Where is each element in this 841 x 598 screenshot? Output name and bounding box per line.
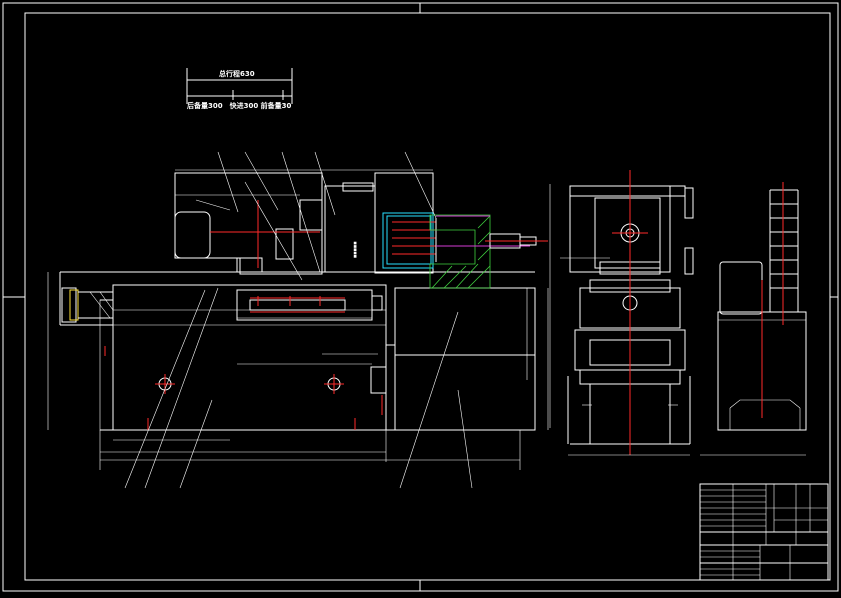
title-block-rows: [700, 489, 828, 576]
gearbox: [324, 185, 376, 273]
spindle-box-cyan: [382, 212, 434, 269]
front-view: ■■■■■: [47, 151, 549, 489]
center-marks: [3, 3, 838, 591]
ladder: [769, 189, 799, 312]
motor-housing: [719, 261, 763, 315]
sheet-inner-frame: [24, 12, 831, 581]
multi-spindle-box: [374, 172, 434, 274]
end-view: [700, 182, 807, 456]
left-cylinder: [61, 287, 77, 323]
leader-lines: [124, 151, 473, 489]
slide-table: [236, 289, 373, 321]
title-block: [699, 483, 829, 581]
total-stroke-label: 总行程630: [219, 69, 255, 78]
hatch-lines: [431, 215, 491, 289]
fixture-base: [394, 287, 536, 431]
side-view: [549, 170, 694, 456]
power-head: [174, 172, 323, 275]
stroke-annotation: 总行程630 后备量300 快进300 前备量30: [186, 68, 293, 110]
stroke-breakdown-label: 后备量300 快进300 前备量30: [187, 101, 292, 110]
fixture-hatched: [429, 214, 491, 289]
svg-text:■■■■■: ■■■■■: [353, 241, 357, 258]
side-head-housing: [569, 185, 671, 273]
bed-crosshairs: [104, 296, 383, 430]
